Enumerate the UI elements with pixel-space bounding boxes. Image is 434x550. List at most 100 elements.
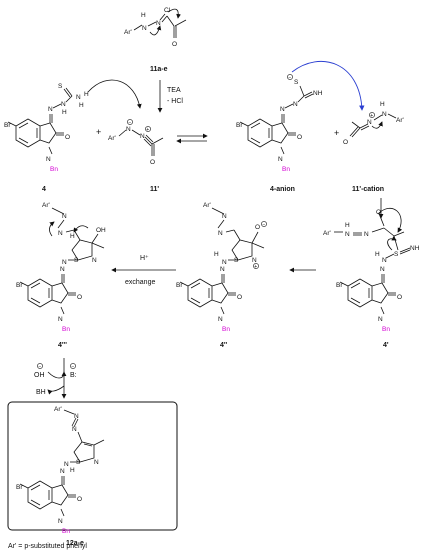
- label-4-double-prime: 4'': [220, 342, 228, 349]
- svg-text:H: H: [141, 12, 146, 19]
- svg-text:H: H: [70, 233, 75, 240]
- svg-text:Bn: Bn: [62, 528, 70, 535]
- svg-text:Br: Br: [176, 282, 183, 289]
- svg-text:TEA: TEA: [167, 87, 181, 94]
- label-11-cation: 11'-cation: [352, 186, 384, 193]
- svg-text:N: N: [76, 94, 81, 101]
- compound-4-prime: Br N O Bn N N H S NH O N N Ar' H 4': [323, 207, 420, 349]
- compound-4-anion: Br N O Bn N N S − NH 4-anion: [236, 60, 365, 193]
- svg-text:+: +: [146, 127, 149, 133]
- svg-text:Ar': Ar': [396, 117, 404, 124]
- label-4-prime: 4': [383, 342, 389, 349]
- svg-text:S: S: [74, 257, 79, 264]
- label-4: 4: [42, 186, 46, 193]
- svg-text:Br: Br: [16, 282, 23, 289]
- svg-text:−: −: [71, 364, 74, 370]
- svg-text:Bn: Bn: [282, 166, 290, 173]
- svg-text:N: N: [62, 259, 67, 266]
- svg-text:−: −: [288, 75, 291, 81]
- svg-text:+: +: [254, 264, 257, 270]
- svg-text:Bn: Bn: [50, 166, 58, 173]
- compound-4: Br N O Bn N N H S N H H 4: [4, 79, 142, 193]
- svg-text:NH: NH: [313, 90, 323, 97]
- compound-11prime: Ar' N − N + O 11': [108, 119, 164, 193]
- svg-text:O: O: [237, 294, 242, 301]
- svg-text:Cl: Cl: [164, 7, 171, 14]
- svg-text:N: N: [222, 259, 227, 266]
- svg-text:N: N: [378, 316, 383, 323]
- svg-text:B:: B:: [70, 372, 77, 379]
- footnote: Ar' = p-substituted phenyl: [8, 543, 87, 550]
- compound-12ae: Br N O Bn N N H S N N N Ar' 12a-e: [16, 406, 105, 547]
- svg-text:N: N: [48, 106, 53, 113]
- svg-text:S: S: [294, 79, 299, 86]
- svg-text:H: H: [214, 251, 219, 258]
- product-box: [7, 401, 178, 531]
- svg-text:N: N: [382, 257, 387, 264]
- svg-text:exchange: exchange: [125, 279, 155, 286]
- svg-text:N: N: [58, 230, 63, 237]
- svg-text:Br: Br: [16, 484, 23, 491]
- label-4-triple-prime: 4''': [58, 342, 67, 349]
- svg-text:N: N: [46, 156, 51, 163]
- svg-text:N: N: [92, 257, 97, 264]
- svg-text:−: −: [38, 364, 41, 370]
- svg-text:+: +: [334, 128, 339, 138]
- svg-text:N: N: [64, 461, 69, 468]
- svg-text:N: N: [280, 106, 285, 113]
- svg-text:- HCl: - HCl: [167, 98, 183, 105]
- svg-text:H: H: [375, 251, 380, 258]
- svg-text:N: N: [278, 156, 283, 163]
- compound-11ae: Ar' H N N Cl O 11a-e: [124, 7, 187, 73]
- svg-text:N: N: [345, 231, 350, 238]
- svg-text:O: O: [397, 294, 402, 301]
- compound-4-double-prime: Br N O Bn N N H S N + N N Ar' O − 4'': [176, 202, 267, 349]
- svg-text:Bn: Bn: [222, 326, 230, 333]
- svg-text:O: O: [255, 224, 260, 231]
- svg-text:H: H: [62, 109, 67, 116]
- svg-text:OH: OH: [34, 372, 45, 379]
- svg-text:N: N: [72, 426, 77, 433]
- svg-text:Bn: Bn: [382, 326, 390, 333]
- svg-text:OH: OH: [96, 227, 106, 234]
- svg-text:H: H: [345, 222, 350, 229]
- svg-text:O: O: [65, 134, 70, 141]
- svg-text:N: N: [126, 126, 131, 133]
- svg-text:N: N: [58, 518, 63, 525]
- svg-text:O: O: [150, 159, 155, 166]
- svg-text:H: H: [70, 467, 75, 474]
- svg-text:N: N: [156, 20, 161, 27]
- svg-text:−: −: [128, 120, 131, 126]
- svg-text:BH: BH: [36, 389, 46, 396]
- svg-text:N: N: [252, 257, 257, 264]
- svg-text:S: S: [58, 83, 63, 90]
- svg-text:Ar': Ar': [203, 202, 211, 209]
- svg-text:O: O: [297, 134, 302, 141]
- svg-text:O: O: [77, 496, 82, 503]
- svg-text:Br: Br: [236, 122, 243, 129]
- compound-4-triple-prime: Br N O Bn N N S N N H N Ar' OH 4''': [16, 202, 106, 349]
- svg-text:N: N: [364, 231, 369, 238]
- svg-text:N: N: [222, 213, 227, 220]
- compound-11-cation: O N + N H Ar' 11'-cation: [343, 101, 404, 193]
- svg-text:N: N: [58, 316, 63, 323]
- svg-text:−: −: [262, 222, 265, 228]
- svg-text:N: N: [142, 25, 147, 32]
- svg-text:N: N: [94, 459, 99, 466]
- svg-text:H: H: [79, 102, 84, 109]
- label-12ae: 12a-e: [66, 540, 84, 547]
- svg-text:+: +: [96, 127, 101, 137]
- ar-label: Ar': [124, 29, 132, 36]
- svg-text:N: N: [62, 213, 67, 220]
- svg-text:O: O: [172, 41, 177, 48]
- label-11ae: 11a-e: [150, 66, 168, 73]
- svg-text:N: N: [61, 101, 66, 108]
- svg-text:O: O: [376, 209, 381, 216]
- svg-text:Ar': Ar': [54, 406, 62, 413]
- svg-text:S: S: [394, 251, 399, 258]
- svg-text:N: N: [220, 266, 225, 273]
- svg-text:Br: Br: [336, 282, 343, 289]
- svg-text:Ar': Ar': [323, 230, 331, 237]
- svg-text:N: N: [60, 468, 65, 475]
